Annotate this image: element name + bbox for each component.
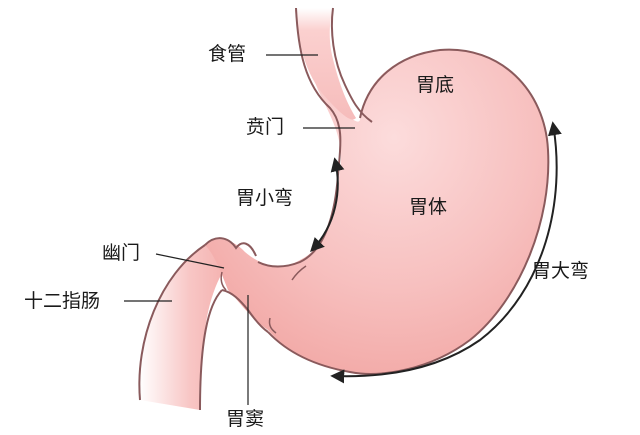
- esophagus-shape: [296, 8, 356, 120]
- label-cardia: 贲门: [246, 116, 285, 138]
- label-duodenum: 十二指肠: [24, 290, 101, 312]
- label-lesser-curvature: 胃小弯: [236, 187, 294, 209]
- label-fundus: 胃底: [416, 74, 455, 96]
- greater-curvature-arrow: [330, 121, 562, 384]
- label-pylorus: 幽门: [102, 242, 141, 264]
- label-esophagus: 食管: [208, 43, 247, 65]
- label-body: 胃体: [409, 196, 448, 218]
- label-greater-curvature: 胃大弯: [532, 260, 590, 282]
- leader-pylorus: [155, 253, 225, 269]
- duodenum-shape: [139, 240, 240, 410]
- label-antrum: 胃窦: [226, 408, 265, 430]
